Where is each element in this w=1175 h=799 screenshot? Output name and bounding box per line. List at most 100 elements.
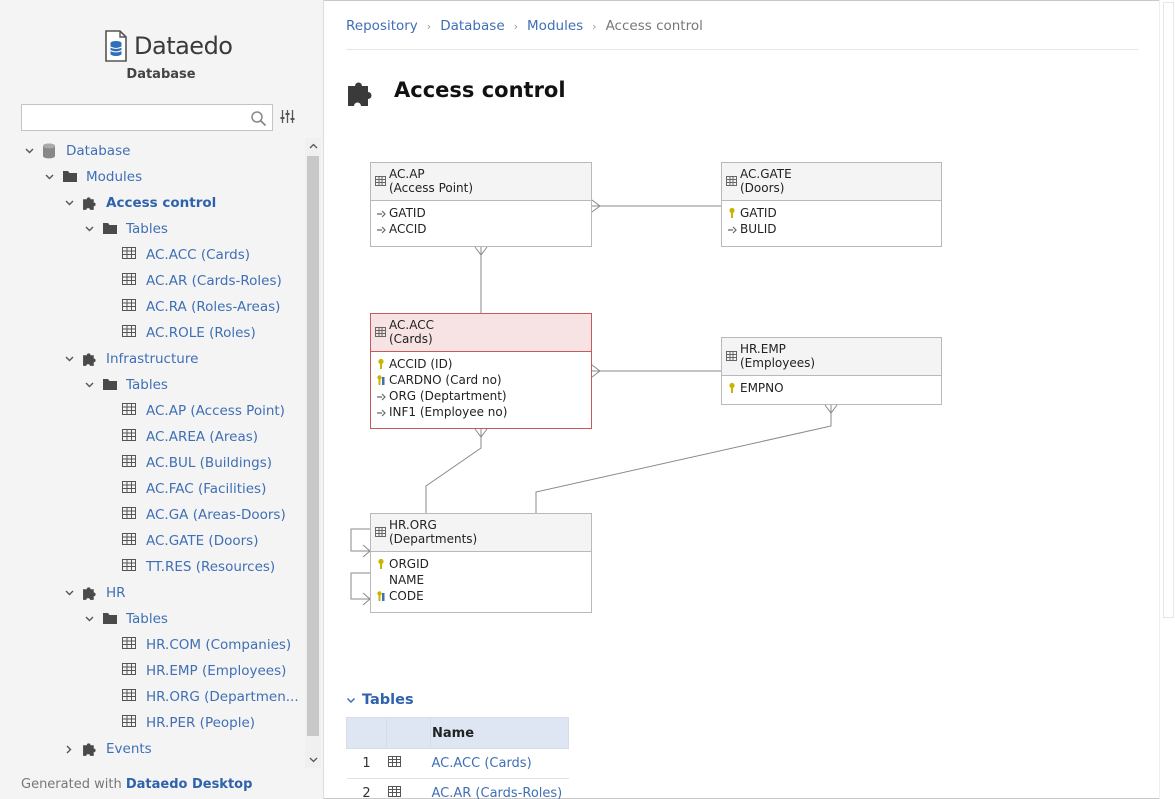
sidebar-item[interactable]: HR.EMP (Employees) (102, 658, 286, 684)
sidebar-item[interactable]: AC.BUL (Buildings) (102, 450, 272, 476)
sidebar-item[interactable]: AC.AR (Cards-Roles) (102, 268, 282, 294)
primary-key-icon (729, 207, 735, 218)
sidebar-item-label: Modules (86, 169, 143, 185)
scroll-down-icon[interactable] (305, 752, 321, 768)
sidebar-item[interactable]: AC.RA (Roles-Areas) (102, 294, 280, 320)
chevron-down-icon[interactable] (22, 144, 36, 158)
sidebar-item[interactable]: HR (62, 580, 126, 606)
chevron-down-icon (346, 697, 356, 703)
chevron-down-icon[interactable] (62, 196, 76, 210)
breadcrumb-repository[interactable]: Repository (346, 18, 418, 34)
primary-key-icon (378, 558, 384, 569)
foreign-key-icon (377, 226, 386, 234)
foreign-key-icon (728, 226, 737, 234)
entity-subtitle: (Employees) (740, 356, 816, 370)
sidebar-scrollbar[interactable] (305, 138, 321, 768)
search-input[interactable] (22, 105, 242, 130)
sidebar-item[interactable]: Infrastructure (62, 346, 198, 372)
column-name: ACCID (389, 222, 427, 236)
erd-entity-hr-emp[interactable]: HR.EMP (Employees) EMPNO (721, 337, 942, 405)
sidebar-item[interactable]: Tables (82, 216, 168, 242)
folder-icon (102, 377, 118, 393)
table-row[interactable]: 2 AC.AR (Cards-Roles) (346, 778, 569, 799)
footer-product-link[interactable]: Dataedo Desktop (125, 777, 253, 792)
sidebar-item[interactable]: Events (62, 736, 152, 762)
search-icon[interactable] (250, 110, 267, 127)
chevron-down-icon[interactable] (42, 170, 56, 184)
entity-subtitle: (Cards) (389, 332, 433, 346)
sidebar-item[interactable]: AC.FAC (Facilities) (102, 476, 266, 502)
filter-settings-icon[interactable] (280, 109, 295, 124)
column-name: BULID (740, 222, 777, 236)
erd-entity-hr-org[interactable]: HR.ORG (Departments) ORGID NAME CODE (370, 513, 592, 613)
sidebar-item[interactable]: HR.PER (People) (102, 710, 255, 736)
breadcrumb-current: Access control (605, 18, 703, 34)
chevron-down-icon[interactable] (82, 378, 96, 392)
sidebar-item-label: AC.GATE (Doors) (146, 533, 259, 549)
table-icon (375, 527, 386, 537)
sidebar-item[interactable]: Modules (42, 164, 142, 190)
sidebar-item[interactable]: Tables (82, 372, 168, 398)
table-link[interactable]: AC.ACC (Cards) (431, 756, 532, 771)
scrollbar-thumb[interactable] (1163, 2, 1174, 618)
tables-table: Name 1 AC.ACC (Cards) 2 AC.AR (Cards-Rol… (346, 717, 569, 799)
chevron-down-icon[interactable] (82, 222, 96, 236)
chevron-down-icon[interactable] (62, 586, 76, 600)
table-icon (726, 176, 737, 186)
sidebar-item[interactable]: AC.AP (Access Point) (102, 398, 285, 424)
table-header-name[interactable]: Name (430, 717, 569, 749)
entity-name: AC.ACC (389, 318, 434, 332)
sidebar-item[interactable]: AC.GATE (Doors) (102, 528, 258, 554)
erd-diagram: AC.AP (Access Point) GATID ACCID AC.GATE… (325, 140, 1025, 640)
table-icon (726, 351, 737, 361)
sidebar-item[interactable]: HR.COM (Companies) (102, 632, 291, 658)
table-icon (122, 507, 138, 523)
entity-name: HR.EMP (740, 342, 786, 356)
column-name: CARDNO (Card no) (389, 373, 502, 387)
table-icon (122, 273, 138, 289)
sidebar-item[interactable]: TT.RES (Resources) (102, 554, 275, 580)
sidebar-item-label: AC.ROLE (Roles) (146, 325, 256, 341)
database-icon (42, 143, 58, 159)
sidebar-item-label: HR.ORG (Departmen... (146, 689, 299, 705)
sidebar-item-label: HR.EMP (Employees) (146, 663, 287, 679)
tables-section-header[interactable]: Tables (346, 692, 414, 708)
chevron-down-icon[interactable] (82, 612, 96, 626)
breadcrumb-database[interactable]: Database (440, 18, 505, 34)
sidebar-item-label: Events (106, 741, 152, 757)
table-header-num (346, 717, 387, 749)
erd-entity-ac-acc[interactable]: AC.ACC (Cards) ACCID (ID) CARDNO (Card n… (370, 313, 592, 429)
sidebar-item-label: Access control (106, 195, 217, 211)
scrollbar-thumb[interactable] (307, 156, 319, 736)
breadcrumb-modules[interactable]: Modules (527, 18, 584, 34)
column-name: INF1 (Employee no) (389, 405, 508, 419)
sidebar-item[interactable]: AC.AREA (Areas) (102, 424, 258, 450)
sidebar-item[interactable]: AC.ROLE (Roles) (102, 320, 256, 346)
entity-name: AC.GATE (740, 167, 792, 181)
erd-entity-ac-ap[interactable]: AC.AP (Access Point) GATID ACCID (370, 162, 592, 247)
column-name: NAME (389, 573, 425, 587)
footer-prefix: Generated with (21, 777, 122, 792)
entity-subtitle: (Access Point) (389, 181, 474, 195)
chevron-down-icon[interactable] (62, 352, 76, 366)
sidebar-item[interactable]: Database (22, 138, 130, 164)
foreign-key-icon (377, 210, 386, 218)
erd-entity-ac-gate[interactable]: AC.GATE (Doors) GATID BULID (721, 162, 942, 247)
table-link[interactable]: AC.AR (Cards-Roles) (431, 786, 563, 799)
sidebar-item[interactable]: AC.ACC (Cards) (102, 242, 250, 268)
entity-name: AC.AP (389, 167, 425, 181)
sidebar-item[interactable]: Tables (82, 606, 168, 632)
scroll-up-icon[interactable] (305, 138, 321, 154)
sidebar-item[interactable]: HR.ORG (Departmen... (102, 684, 299, 710)
main-content: Repository › Database › Modules › Access… (325, 0, 1159, 799)
footer-generated: Generated with Dataedo Desktop (21, 777, 252, 792)
logo[interactable]: Dataedo (104, 28, 233, 64)
table-icon (122, 429, 138, 445)
table-row[interactable]: 1 AC.ACC (Cards) (346, 748, 569, 779)
main-scrollbar[interactable] (1159, 0, 1175, 799)
chevron-right-icon[interactable] (62, 742, 76, 756)
sidebar-item[interactable]: AC.GA (Areas-Doors) (102, 502, 286, 528)
page-title: Access control (394, 78, 566, 102)
sidebar-item[interactable]: Access control (62, 190, 216, 216)
